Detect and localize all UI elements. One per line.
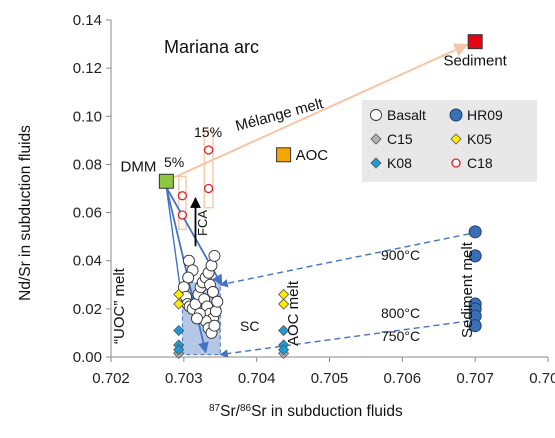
x-tick-label: 0.708 <box>529 370 555 387</box>
x-tick-label: 0.706 <box>384 370 422 387</box>
y-axis-label: Nd/Sr in subduction fluids <box>17 125 34 301</box>
x-axis-label-end: Sr in subduction fluids <box>251 403 403 420</box>
endmember-aoc <box>276 147 292 163</box>
bracket-5pct <box>178 175 187 231</box>
y-tick-label: 0.10 <box>73 108 102 125</box>
endmember-label-aoc: AOC <box>296 147 329 164</box>
data-point-hr09 <box>468 249 482 263</box>
data-point-basalt <box>207 286 219 298</box>
y-tick-label: 0.06 <box>73 205 102 222</box>
temp-900-label: 900°C <box>381 247 420 263</box>
y-tick-label: 0.00 <box>73 349 102 366</box>
legend-label: C15 <box>387 131 413 147</box>
legend-marker <box>450 133 462 145</box>
temp-800-label: 800°C <box>381 305 420 321</box>
data-point-hr09 <box>468 225 482 239</box>
bracket-15pct <box>203 130 214 209</box>
data-point-k08 <box>278 324 290 337</box>
data-point-c18 <box>177 210 188 220</box>
legend-label: K05 <box>467 131 492 147</box>
data-point-k08 <box>173 324 185 337</box>
mixing-arrow-uoc <box>165 187 209 354</box>
data-point-k05 <box>278 298 290 310</box>
axes-layer: 0.00 0.02 0.04 0.06 0.08 0.10 0.12 0.14 0.702 0.7… <box>73 12 555 387</box>
endmember-dmm <box>158 173 174 189</box>
fca-label: FCA <box>195 210 210 236</box>
legend-marker <box>370 133 382 145</box>
legend-marker <box>449 108 463 122</box>
endmember-layer: DMM AOC Sediment <box>121 34 508 189</box>
legend-marker <box>370 157 382 169</box>
legend-marker <box>370 109 382 121</box>
x-tick-label: 0.702 <box>92 370 130 387</box>
y-tick-label: 0.04 <box>73 253 102 270</box>
y-tick-label: 0.12 <box>73 60 102 77</box>
data-point-c18 <box>177 191 188 201</box>
x-tick-label: 0.704 <box>238 370 276 387</box>
endmember-label-dmm: DMM <box>121 158 157 175</box>
legend-label: Basalt <box>387 107 426 123</box>
data-point-k05 <box>173 298 185 310</box>
data-point-basalt <box>211 295 224 308</box>
dashed-arrow-upper <box>219 233 470 288</box>
data-point-c18 <box>203 145 214 155</box>
data-point-basalt <box>209 305 222 318</box>
data-point-c18 <box>203 183 214 194</box>
x-tick-label: 0.707 <box>456 370 494 387</box>
x-axis-label: 87Sr/86Sr in subduction fluids <box>209 403 403 420</box>
data-point-basalt <box>208 249 221 262</box>
x-axis-label-mid: Sr/ <box>220 403 241 420</box>
aoc-melt-label: AOC melt <box>285 280 302 346</box>
melange-arrow <box>173 43 469 179</box>
x-tick-label: 0.705 <box>311 370 349 387</box>
sc-label: SC <box>240 318 259 334</box>
uoc-melt-label: “UOC” melt <box>111 267 128 344</box>
data-point-basalt <box>190 312 203 325</box>
y-tick-label: 0.08 <box>73 156 102 173</box>
y-tick-label: 0.02 <box>73 301 102 318</box>
legend-label: HR09 <box>467 107 503 123</box>
data-point-basalt <box>208 319 221 332</box>
temp-750-label: 750°C <box>381 328 420 344</box>
x-axis-label-sup1: 87 <box>209 403 221 414</box>
legend-label: K08 <box>387 155 412 171</box>
five-percent-label: 5% <box>164 154 184 170</box>
data-point-k08 <box>173 344 185 356</box>
legend-marker <box>451 158 461 168</box>
data-point-basalt <box>182 271 195 284</box>
fifteen-percent-label: 15% <box>194 124 222 140</box>
x-tick-label: 0.703 <box>165 370 203 387</box>
data-point-hr09 <box>468 319 482 333</box>
dashed-arrow-lower <box>219 320 470 358</box>
endmember-label-sediment: Sediment <box>443 53 507 70</box>
data-point-k08 <box>278 344 290 356</box>
points-layer <box>173 145 482 359</box>
legend-background <box>362 100 537 182</box>
sediment-melt-label: Sediment melt <box>459 241 476 338</box>
y-tick-label: 0.14 <box>73 12 102 29</box>
chart-title: Mariana arc <box>164 37 259 57</box>
x-axis-label-sup2: 86 <box>240 403 252 414</box>
endmember-sediment <box>467 34 483 50</box>
legend-label: C18 <box>467 155 493 171</box>
